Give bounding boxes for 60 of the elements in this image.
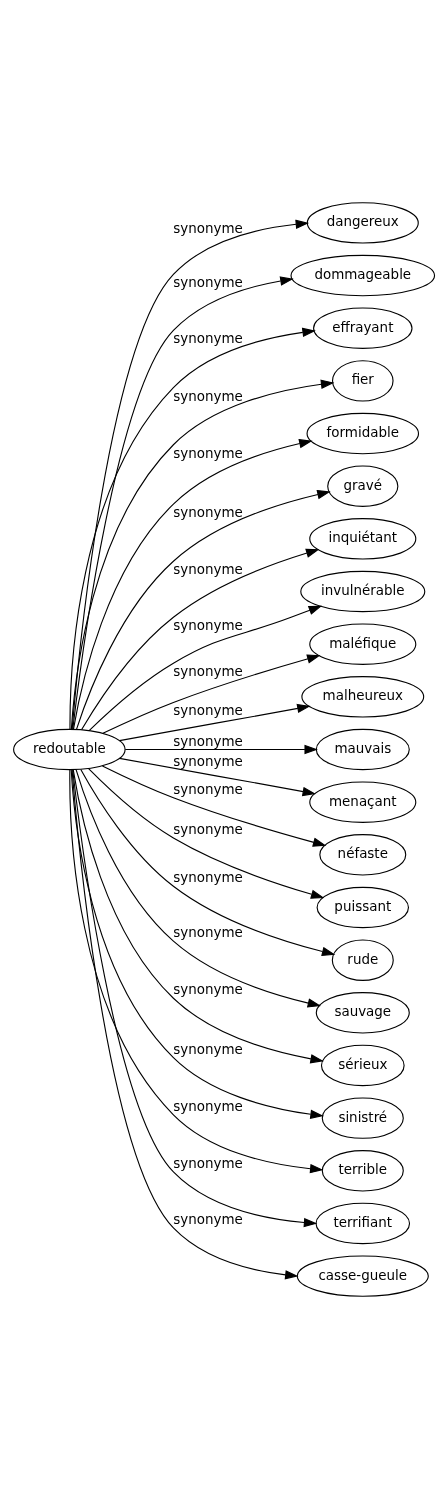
arrow: [101, 765, 326, 847]
arrow: [118, 757, 316, 797]
edge-label: synonyme: [172, 388, 243, 404]
edge-label: synonyme: [172, 822, 243, 838]
arrow: [71, 276, 294, 730]
arrow: [79, 768, 335, 957]
node-ellipse: effrayant: [312, 307, 413, 349]
edge-label: synonyme: [172, 703, 243, 719]
edge-label: synonyme: [172, 618, 243, 634]
edge-label: synonyme: [172, 1041, 243, 1057]
node-ellipse: gravé: [326, 465, 398, 507]
node-ellipse: sinistré: [321, 1097, 404, 1139]
node-ellipse: sauvage: [315, 992, 410, 1034]
arrow: [75, 769, 321, 1008]
node-ellipse: terrible: [321, 1150, 404, 1192]
arrow: [75, 489, 331, 730]
edge-label: synonyme: [172, 1156, 243, 1172]
node-ellipse: malheureux: [300, 676, 424, 718]
arrow: [72, 439, 313, 730]
arrow: [71, 219, 309, 730]
arrow: [68, 327, 316, 730]
edge-label: synonyme: [172, 664, 243, 680]
arrow: [80, 548, 319, 731]
edge-label: synonyme: [172, 1212, 243, 1228]
node-ellipse: dangereux: [306, 202, 419, 244]
node-ellipse: formidable: [306, 412, 419, 455]
edge-label: synonyme: [172, 1098, 243, 1114]
arrow: [70, 379, 334, 730]
node-ellipse: casse-gueule: [296, 1255, 429, 1297]
edge-label: synonyme: [172, 331, 243, 347]
node-ellipse: sérieux: [320, 1044, 405, 1087]
edge-label: synonyme: [172, 445, 243, 461]
edge-label: synonyme: [172, 275, 243, 291]
node-ellipse: puissant: [316, 886, 409, 929]
node-ellipse: menaçant: [308, 781, 416, 823]
edge-label: synonyme: [172, 505, 243, 521]
edge-label: synonyme: [172, 733, 243, 749]
node-ellipse: néfaste: [318, 834, 406, 876]
node-ellipse: terrifiant: [315, 1202, 410, 1245]
edge-label: synonyme: [172, 781, 243, 797]
arrow: [101, 654, 321, 734]
node-ellipse: rude: [331, 939, 394, 981]
arrow: [118, 703, 311, 742]
node-ellipse: dommageable: [289, 254, 435, 297]
node-ellipse: mauvais: [315, 728, 410, 771]
node-ellipse: maléfique: [308, 623, 416, 665]
edge-label: synonyme: [172, 220, 243, 236]
node-ellipse: fier: [331, 360, 394, 402]
node-ellipse: inquiétant: [308, 518, 416, 560]
edge-label: synonyme: [172, 562, 243, 578]
edge-label: synonyme: [172, 925, 243, 941]
edge-label: synonyme: [172, 982, 243, 998]
arrow: [71, 769, 299, 1280]
arrow: [124, 744, 318, 755]
edge-label: synonyme: [172, 870, 243, 886]
arrow: [72, 769, 324, 1064]
edge-label: synonyme: [172, 753, 243, 769]
arrow: [88, 605, 322, 732]
node-ellipse: redoutable: [12, 728, 126, 771]
arrow: [87, 768, 324, 899]
